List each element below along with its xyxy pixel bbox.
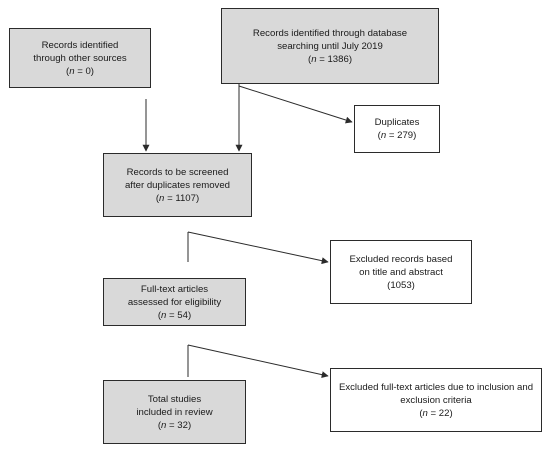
excluded-title-count: (1053)	[387, 279, 415, 291]
full-text-count: (n = 54)	[157, 309, 192, 321]
screened-count: (n = 1107)	[155, 192, 200, 204]
other-sources-line2: through other sources	[33, 52, 127, 64]
arrow-screened-to-excluded	[187, 231, 329, 265]
box-excluded-title-abstract: Excluded records based on title and abst…	[330, 240, 472, 304]
duplicates-n-value: = 279)	[388, 130, 417, 141]
screened-line1: Records to be screened	[126, 166, 229, 178]
full-text-line1: Full-text articles	[140, 283, 209, 295]
excluded-title-line2: on title and abstract	[359, 266, 443, 278]
duplicates-line1: Duplicates	[374, 117, 420, 128]
other-sources-n-value: = 0)	[77, 65, 95, 77]
screened-n-value: = 1107)	[167, 192, 200, 204]
included-count: (n = 32)	[157, 419, 192, 431]
excluded-full-n-value: = 22)	[430, 407, 453, 419]
excluded-full-line2: exclusion criteria	[400, 394, 472, 406]
excluded-title-line1: Excluded records based	[349, 253, 453, 265]
other-sources-line1: Records identified	[41, 39, 119, 51]
included-n-value: = 32)	[169, 419, 192, 431]
duplicates-n-label: n	[380, 130, 387, 141]
box-database: Records identified through database sear…	[221, 8, 439, 84]
excluded-full-line1: Excluded full-text articles due to inclu…	[338, 381, 534, 393]
database-line2: searching until July 2019	[277, 40, 383, 52]
box-excluded-full-text: Excluded full-text articles due to inclu…	[330, 368, 542, 432]
other-sources-n-label: n	[69, 65, 75, 77]
duplicates-count: (n = 279)	[377, 130, 417, 141]
box-full-text: Full-text articles assessed for eligibil…	[103, 278, 246, 326]
database-count: (n = 1386)	[307, 53, 353, 65]
arrow-database-to-duplicates	[238, 85, 353, 124]
arrow-full-text-to-excluded	[187, 344, 329, 379]
excluded-full-n-label: n	[422, 407, 428, 419]
screened-n-label: n	[159, 192, 165, 204]
included-line1: Total studies	[147, 393, 202, 405]
box-other-sources: Records identified through other sources…	[9, 28, 151, 88]
included-line2: included in review	[136, 406, 213, 418]
database-line1: Records identified through database	[252, 27, 408, 39]
database-n-label: n	[311, 53, 317, 65]
screened-line2: after duplicates removed	[124, 179, 231, 191]
included-n-label: n	[161, 419, 167, 431]
box-screened: Records to be screened after duplicates …	[103, 153, 252, 217]
other-sources-count: (n = 0)	[65, 65, 95, 77]
full-text-n-label: n	[161, 309, 167, 321]
database-n-value: = 1386)	[319, 53, 353, 65]
full-text-line2: assessed for eligibility	[127, 296, 222, 308]
full-text-n-value: = 54)	[169, 309, 192, 321]
box-included: Total studies included in review (n = 32…	[103, 380, 246, 444]
box-duplicates: Duplicates (n = 279)	[354, 105, 440, 153]
excluded-full-count: (n = 22)	[419, 407, 453, 419]
